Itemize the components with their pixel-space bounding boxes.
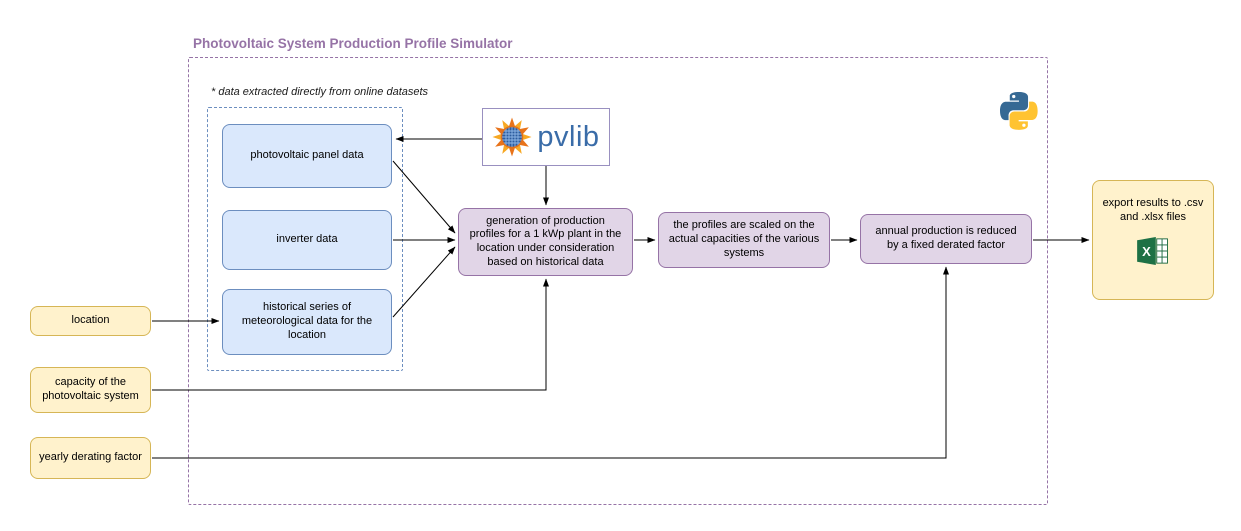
node-label: export results to .csv and .xlsx files bbox=[1102, 197, 1204, 223]
node-label: capacity of the photovoltaic system bbox=[42, 376, 139, 402]
node-label: location bbox=[71, 314, 110, 327]
diagram-title: Photovoltaic System Production Profile S… bbox=[193, 36, 513, 51]
node-label: generation of production profiles for a … bbox=[469, 214, 622, 268]
node-historical-meteorological-data: historical series of meteorological data… bbox=[222, 289, 392, 355]
node-label: yearly derating factor bbox=[39, 451, 142, 464]
node-export-results: export results to .csv and .xlsx files X bbox=[1092, 180, 1214, 300]
svg-text:X: X bbox=[1142, 244, 1151, 259]
node-label: photovoltaic panel data bbox=[250, 149, 364, 162]
pvlib-logo-box: pvlib bbox=[482, 108, 610, 166]
node-profiles-scaled: the profiles are scaled on the actual ca… bbox=[658, 212, 830, 268]
online-datasets-note: * data extracted directly from online da… bbox=[211, 86, 429, 98]
node-generation-production-profiles: generation of production profiles for a … bbox=[458, 208, 633, 276]
node-label: inverter data bbox=[276, 233, 338, 246]
python-icon bbox=[1000, 92, 1038, 130]
node-label: the profiles are scaled on the actual ca… bbox=[668, 219, 820, 259]
node-annual-production-derated: annual production is reduced by a fixed … bbox=[860, 214, 1032, 264]
node-photovoltaic-panel-data: photovoltaic panel data bbox=[222, 124, 392, 188]
excel-icon: X bbox=[1137, 236, 1169, 265]
node-inverter-data: inverter data bbox=[222, 210, 392, 270]
node-capacity-input: capacity of the photovoltaic system bbox=[30, 367, 151, 413]
pvlib-sun-icon bbox=[492, 117, 532, 157]
node-location-input: location bbox=[30, 306, 151, 336]
node-label: annual production is reduced by a fixed … bbox=[875, 225, 1017, 251]
node-label: historical series of meteorological data… bbox=[241, 301, 373, 341]
node-yearly-derating-factor-input: yearly derating factor bbox=[30, 437, 151, 479]
pvlib-wordmark: pvlib bbox=[537, 120, 600, 153]
